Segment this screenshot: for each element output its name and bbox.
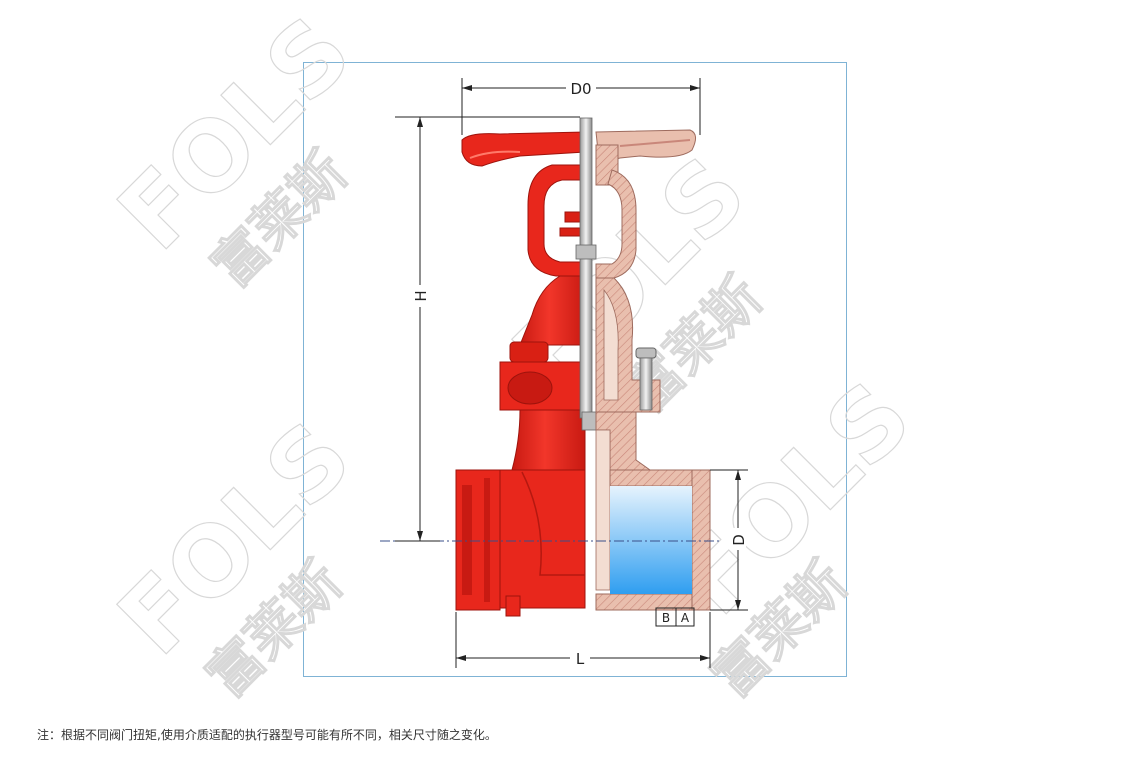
dimension-h-label: H <box>412 290 430 301</box>
stem-nut <box>575 244 597 260</box>
valve-exterior-half <box>455 131 586 617</box>
dimension-d0-label: D0 <box>570 80 591 98</box>
dimension-a-label: A <box>681 611 690 625</box>
footnote: 注：根据不同阀门扭矩,使用介质适配的执行器型号可能有所不同，相关尺寸随之变化。 <box>37 728 497 742</box>
dimension-arrows <box>417 85 741 661</box>
dimension-d-label: D <box>730 534 748 546</box>
valve-stem <box>579 117 593 419</box>
dimension-l-label: L <box>576 650 585 668</box>
stem-collar <box>581 411 597 431</box>
gate-disc <box>595 429 611 591</box>
watermark-bottom-left: FOLS 富莱斯 <box>96 400 373 710</box>
valve-section-half <box>380 129 720 611</box>
flow-passage <box>610 486 692 594</box>
drawing-frame <box>303 62 847 677</box>
watermark-top-left: FOLS 富莱斯 <box>96 0 373 300</box>
dimension-b-label: B <box>662 611 670 625</box>
